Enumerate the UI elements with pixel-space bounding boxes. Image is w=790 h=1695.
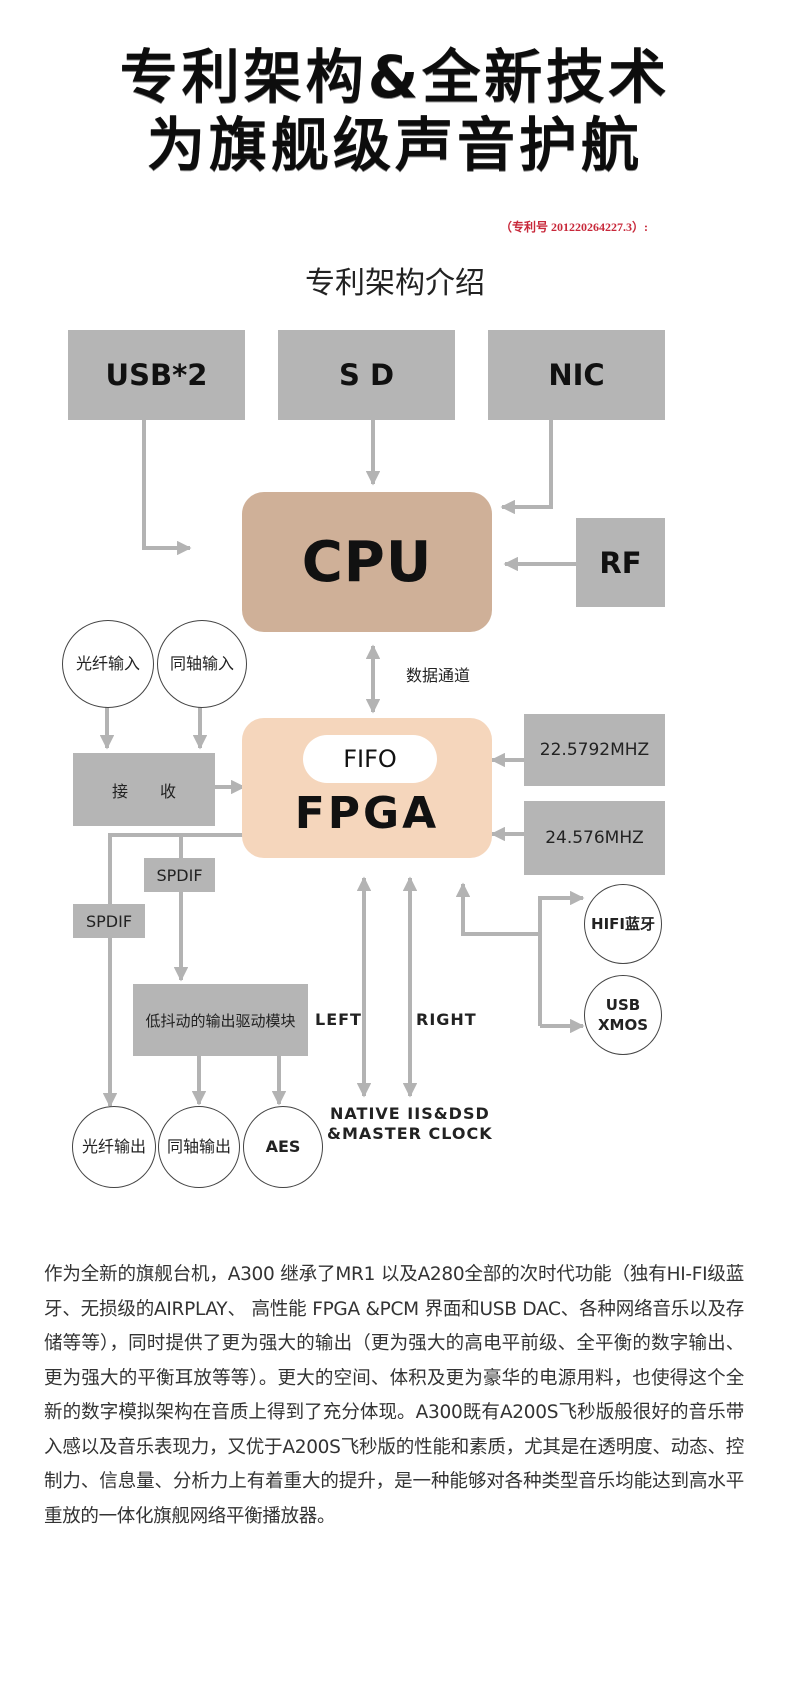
optical-output-node: 光纤输出: [72, 1106, 156, 1188]
receiver-box: 接 收: [73, 753, 215, 826]
product-description: 作为全新的旗舰台机，A300 继承了MR1 以及A280全部的次时代功能（独有H…: [44, 1264, 744, 1527]
coax-output-node: 同轴输出: [158, 1106, 240, 1188]
connector-fpga-spdif-bus: [108, 833, 244, 904]
arrow-usb-to-cpu: [142, 420, 192, 556]
optical-input-node: 光纤输入: [62, 620, 154, 708]
hero-title-line-2: 为旗舰级声音护航: [146, 111, 643, 179]
spdif-coax-tag: SPDIF: [144, 858, 215, 892]
fpga-block: FIFO FPGA: [242, 718, 492, 858]
usb-input-box: USB*2: [68, 330, 245, 420]
hero-title-line-1: 专利架构&全新技术: [119, 43, 671, 111]
fifo-badge: FIFO: [303, 735, 437, 783]
spdif-optical-tag: SPDIF: [73, 904, 145, 938]
patent-number: （专利号 201220264227.3）:: [500, 220, 648, 234]
aes-output-node: AES: [243, 1106, 323, 1188]
output-driver-module: 低抖动的输出驱动模块: [133, 984, 308, 1056]
rf-input-box: RF: [576, 518, 665, 607]
master-clock-label: &MASTER CLOCK: [327, 1124, 493, 1143]
fpga-label: FPGA: [294, 788, 440, 839]
right-channel-label: RIGHT: [416, 1010, 477, 1029]
clock-24-box: 24.576MHZ: [524, 801, 665, 875]
usb-xmos-node: USB XMOS: [584, 975, 662, 1055]
coax-input-node: 同轴输入: [157, 620, 247, 708]
connector-layer: [99, 420, 585, 1108]
native-iis-dsd-label: NATIVE IIS&DSD: [330, 1104, 490, 1123]
usb-xmos-line-1: USB: [605, 996, 641, 1014]
nic-input-box: NIC: [488, 330, 665, 420]
left-channel-label: LEFT: [315, 1010, 362, 1029]
sd-input-box: S D: [278, 330, 455, 420]
section-title: 专利架构介绍: [305, 266, 485, 301]
clock-22-box: 22.5792MHZ: [524, 714, 665, 786]
usb-xmos-line-2: XMOS: [597, 1016, 649, 1034]
arrow-nic-to-cpu: [500, 420, 553, 515]
cpu-block: CPU: [242, 492, 492, 632]
data-channel-label: 数据通道: [406, 666, 471, 685]
arrow-peripherals-to-fpga: [455, 882, 540, 936]
hifi-bluetooth-node: HIFI蓝牙: [584, 884, 662, 964]
